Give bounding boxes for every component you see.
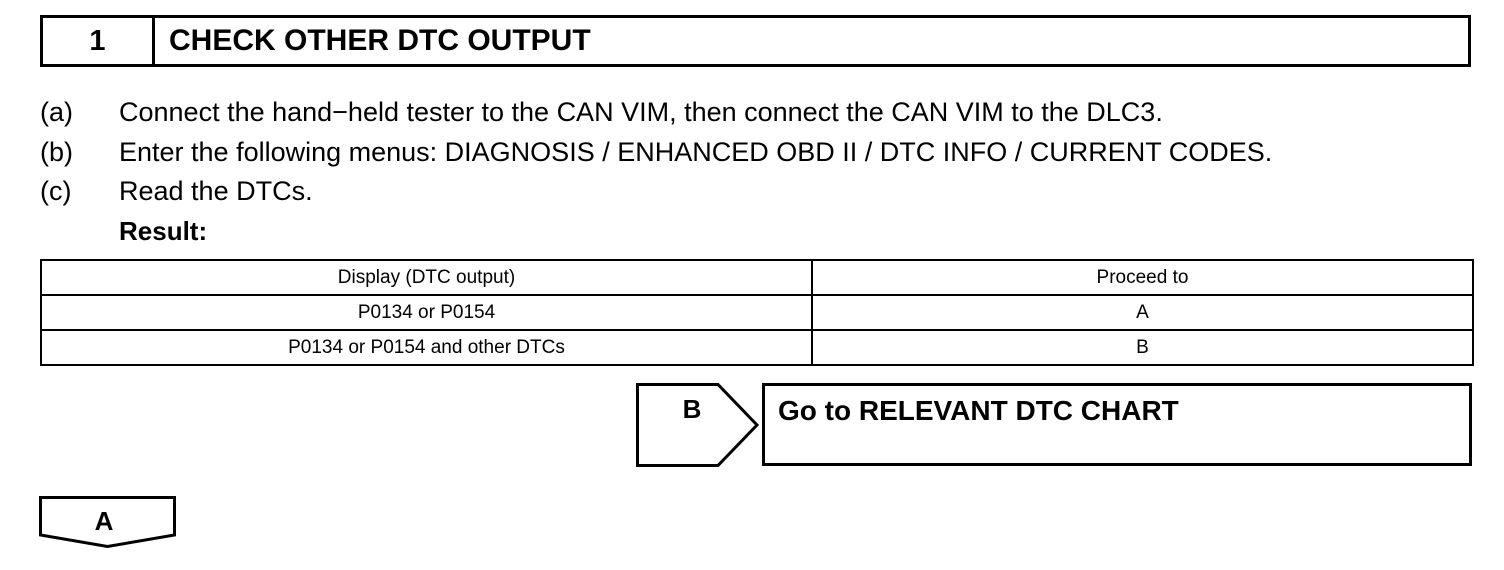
instruction-letter: (c): [40, 176, 72, 206]
instruction-text: Connect the hand−held tester to the CAN …: [119, 97, 1163, 127]
instruction-text: Enter the following menus: DIAGNOSIS / E…: [119, 137, 1273, 167]
result-table: Display (DTC output) Proceed to P0134 or…: [40, 259, 1474, 366]
branch-a-arrow-icon: [39, 496, 176, 548]
table-cell-display: P0134 or P0154: [40, 294, 813, 331]
table-row: P0134 or P0154 A: [40, 294, 1474, 331]
instruction-letter: (b): [40, 137, 73, 167]
branch-b-text: Go to RELEVANT DTC CHART: [778, 395, 1179, 426]
instruction-a: (a) Connect the hand−held tester to the …: [0, 96, 1504, 128]
branch-b-arrow-icon: [636, 383, 760, 467]
step-header: 1 CHECK OTHER DTC OUTPUT: [40, 15, 1471, 67]
instruction-text: Read the DTCs.: [119, 176, 313, 206]
table-cell-proceed: A: [811, 294, 1474, 331]
instruction-c: (c) Read the DTCs.: [0, 175, 1504, 207]
instruction-letter: (a): [40, 97, 73, 127]
step-title: CHECK OTHER DTC OUTPUT: [169, 24, 591, 57]
branch-a-label: A: [94, 506, 114, 536]
table-cell-display: P0134 or P0154 and other DTCs: [40, 329, 813, 366]
table-header-row: Display (DTC output) Proceed to: [40, 259, 1474, 296]
table-header-proceed: Proceed to: [811, 259, 1474, 296]
branch-b-label: B: [682, 394, 702, 424]
step-number: 1: [43, 18, 155, 64]
table-cell-proceed: B: [811, 329, 1474, 366]
table-row: P0134 or P0154 and other DTCs B: [40, 329, 1474, 366]
instruction-b: (b) Enter the following menus: DIAGNOSIS…: [0, 136, 1504, 168]
branch-b-box: Go to RELEVANT DTC CHART: [762, 383, 1472, 466]
table-header-display: Display (DTC output): [40, 259, 813, 296]
result-label: Result:: [119, 216, 208, 246]
